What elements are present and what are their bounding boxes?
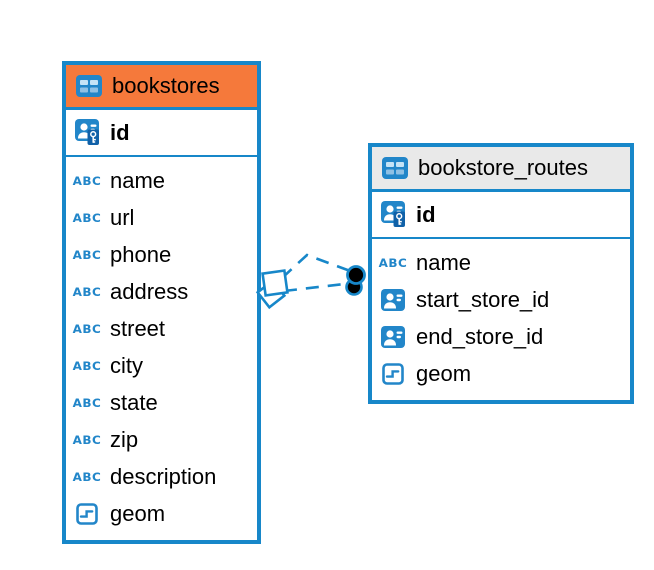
column-list: ABC name ABC url ABC phone ABC address A…: [66, 157, 257, 540]
column-name: zip: [110, 426, 139, 452]
text-type-icon: ABC: [72, 284, 102, 299]
column-name: description: [110, 463, 217, 489]
text-type-icon: ABC: [72, 247, 102, 262]
relationship-target-marker-back[interactable]: [345, 278, 363, 296]
column-row-id[interactable]: id: [372, 192, 630, 239]
column-name: end_store_id: [416, 323, 544, 349]
text-type-icon: ABC: [72, 321, 102, 336]
relationship-target-marker-front[interactable]: [346, 265, 366, 285]
relationship-line-2[interactable]: [283, 281, 354, 293]
column-name: id: [110, 119, 130, 145]
relationship-line-1[interactable]: [281, 253, 354, 279]
column-name: street: [110, 315, 166, 341]
column-name: id: [416, 201, 436, 227]
column-name: address: [110, 278, 189, 304]
reference-type-icon: [378, 325, 408, 348]
table-header-bookstores[interactable]: bookstores: [66, 65, 257, 110]
table-icon: [380, 157, 410, 179]
column-row-geom[interactable]: geom: [372, 355, 630, 392]
table-icon: [74, 75, 104, 97]
column-row-end-store-id[interactable]: end_store_id: [372, 318, 630, 355]
table-header-bookstore-routes[interactable]: bookstore_routes: [372, 147, 630, 192]
column-row-start-store-id[interactable]: start_store_id: [372, 281, 630, 318]
column-row-zip[interactable]: ABC zip: [66, 421, 257, 458]
column-name: name: [416, 249, 472, 275]
table-title: bookstore_routes: [418, 155, 588, 180]
column-row-id[interactable]: id: [66, 110, 257, 157]
column-name: city: [110, 352, 143, 378]
relationship-source-marker-front[interactable]: [261, 269, 289, 297]
primary-key-icon: [72, 119, 102, 146]
primary-key-icon: [378, 201, 408, 228]
column-list: ABC name start_store_id end_store_id geo…: [372, 239, 630, 400]
column-name: state: [110, 389, 158, 415]
column-row-geom[interactable]: geom: [66, 495, 257, 532]
column-row-name[interactable]: ABC name: [372, 244, 630, 281]
column-row-street[interactable]: ABC street: [66, 310, 257, 347]
table-bookstores[interactable]: bookstores id ABC name ABC url ABC phone…: [62, 61, 261, 544]
column-row-description[interactable]: ABC description: [66, 458, 257, 495]
column-name: start_store_id: [416, 286, 550, 312]
column-name: geom: [416, 360, 472, 386]
column-name: name: [110, 167, 166, 193]
geometry-type-icon: [378, 362, 408, 385]
text-type-icon: ABC: [72, 432, 102, 447]
text-type-icon: ABC: [378, 255, 408, 270]
column-row-phone[interactable]: ABC phone: [66, 236, 257, 273]
column-name: phone: [110, 241, 172, 267]
column-name: url: [110, 204, 135, 230]
geometry-type-icon: [72, 502, 102, 525]
text-type-icon: ABC: [72, 210, 102, 225]
text-type-icon: ABC: [72, 469, 102, 484]
column-row-url[interactable]: ABC url: [66, 199, 257, 236]
table-title: bookstores: [112, 73, 220, 98]
text-type-icon: ABC: [72, 358, 102, 373]
column-row-city[interactable]: ABC city: [66, 347, 257, 384]
column-row-state[interactable]: ABC state: [66, 384, 257, 421]
table-bookstore-routes[interactable]: bookstore_routes id ABC name start_store…: [368, 143, 634, 404]
column-row-name[interactable]: ABC name: [66, 162, 257, 199]
reference-type-icon: [378, 288, 408, 311]
column-name: geom: [110, 500, 166, 526]
relationship-source-marker-back[interactable]: [255, 278, 287, 310]
text-type-icon: ABC: [72, 173, 102, 188]
column-row-address[interactable]: ABC address: [66, 273, 257, 310]
text-type-icon: ABC: [72, 395, 102, 410]
